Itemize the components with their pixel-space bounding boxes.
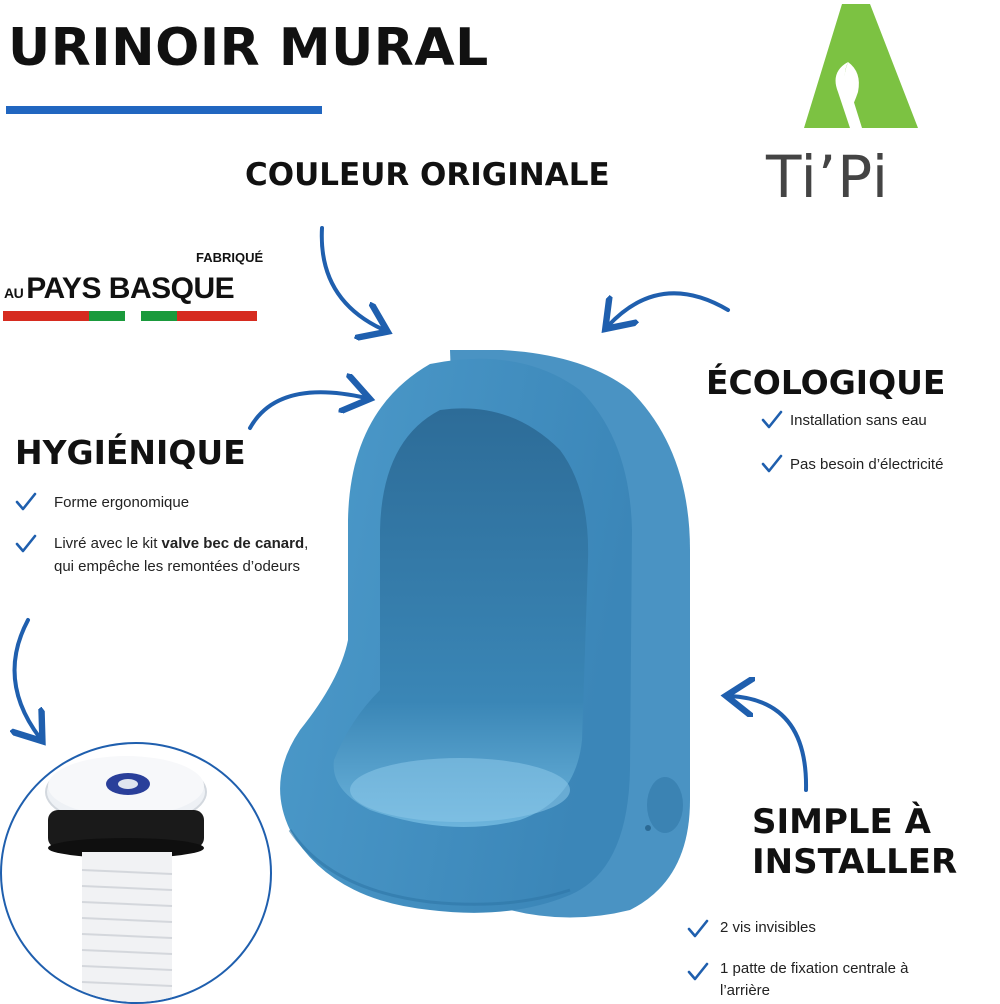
item-text-post: , qui empêche les remontées d’odeurs [54,535,309,576]
heading-simple-line2: INSTALLER [752,842,958,883]
page-title: URINOIR MURAL [8,18,489,78]
duckbill-valve-image [45,756,207,1002]
list-item-text: Forme ergonomique [54,494,190,511]
heading-couleur: COULEUR ORIGINALE [245,157,610,193]
check-icon [687,962,709,981]
heading-hygienique: HYGIÉNIQUE [15,433,246,472]
list-item: Pas besoin d’électricité [760,452,1000,482]
item-text-bold: valve bec de canard [161,535,305,552]
origin-badge-region: PAYS BASQUE [26,272,235,305]
list-item: Livré avec le kit valve bec de canard, q… [14,532,314,604]
curved-arrow-icon [15,618,40,738]
check-icon [15,534,37,553]
check-icon [687,919,709,938]
valve-circle-frame [0,742,272,1004]
list-item: Installation sans eau [760,408,1000,438]
curved-arrow-icon [608,291,730,326]
list-item: 1 patte de fixation centrale à l’arrière [686,958,986,1002]
item-text-pre: Livré avec le kit [54,535,162,552]
check-icon [15,492,37,511]
heading-simple-installer: SIMPLE À INSTALLER [752,802,957,882]
list-item: Forme ergonomique [14,490,314,520]
basque-flag-stripe [3,311,257,321]
heading-ecologique: ÉCOLOGIQUE [706,363,946,402]
urinal-product-image [280,350,690,918]
brand-name: Ti’Pi [766,143,890,211]
list-item: 2 vis invisibles [686,915,986,945]
list-item-text: Installation sans eau [790,412,927,429]
curved-arrow-icon [319,226,384,330]
curved-arrow-icon [730,696,809,792]
origin-badge-small: AU [4,285,24,301]
list-item-text: Pas besoin d’électricité [790,456,944,473]
title-underline [6,106,322,114]
heading-simple-line1: SIMPLE À [752,802,931,842]
origin-badge-top: FABRIQUÉ [196,250,264,265]
list-item-text: 1 patte de fixation centrale à l’arrière [720,960,909,999]
list-item-text: 2 vis invisibles [720,919,816,936]
list-item-text: Livré avec le kit valve bec de canard, q… [54,532,314,579]
check-icon [761,454,783,473]
green-drop-tipi-icon [804,4,918,128]
check-icon [761,410,783,429]
